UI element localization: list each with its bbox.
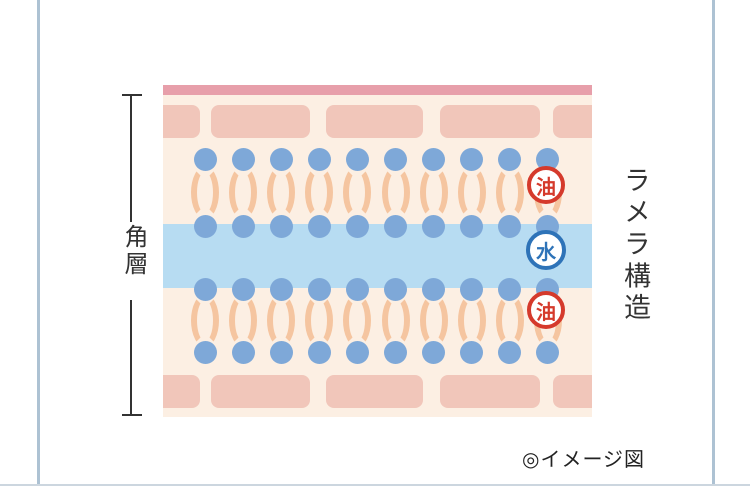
corneocyte-cell — [211, 105, 310, 138]
lipid-head — [460, 147, 484, 171]
lipid-head — [345, 340, 369, 364]
corneocyte-cell — [553, 105, 592, 138]
lipid-head — [460, 214, 484, 238]
corneocyte-cell — [553, 375, 592, 408]
lipid-head — [422, 340, 446, 364]
lipid-tail — [305, 294, 334, 347]
corneocyte-cell — [326, 375, 423, 408]
lipid-head — [307, 340, 331, 364]
lipid-head — [498, 340, 522, 364]
lipid-tail — [267, 294, 296, 347]
lipid-tail — [305, 166, 334, 219]
lipid-head — [384, 340, 407, 364]
oil-badge-bottom: 油 — [527, 291, 565, 329]
lipid-head — [345, 214, 369, 238]
lipid-head — [193, 277, 217, 301]
lipid-head — [384, 214, 407, 238]
lipid-head — [193, 147, 217, 171]
lipid-head — [269, 147, 293, 171]
lipid-head — [422, 277, 446, 301]
lipid-head — [269, 277, 293, 301]
lipid-head — [307, 214, 331, 238]
lipid-head — [460, 277, 484, 301]
lipid-tail — [419, 166, 448, 219]
lipid-head — [231, 340, 255, 364]
lipid-head — [536, 340, 560, 364]
lipid-head — [345, 277, 369, 301]
lipid-tail — [343, 294, 372, 347]
lipid-tail — [191, 166, 219, 219]
lamellar-structure-label: ラメラ構造 — [620, 166, 650, 326]
stratum-corneum-label: 角層 — [120, 224, 147, 278]
lipid-tail — [381, 166, 410, 219]
oil-badge-top: 油 — [527, 166, 565, 204]
lamellar-structure-diagram: 油 水 油 — [163, 85, 592, 417]
lipid-tail — [495, 294, 524, 347]
water-badge: 水 — [526, 230, 566, 270]
lipid-head — [231, 214, 255, 238]
lipid-head — [422, 214, 446, 238]
lipid-tail — [457, 294, 486, 347]
lipid-head — [307, 277, 331, 301]
lipid-head — [384, 277, 407, 301]
left-border-line — [37, 0, 40, 486]
lipid-tail — [381, 294, 410, 347]
right-border-line — [712, 0, 715, 486]
bracket-lower-segment — [130, 300, 132, 416]
lipid-head — [384, 147, 407, 171]
lipid-tail — [229, 166, 258, 219]
lipid-head — [193, 340, 217, 364]
lipid-tail — [343, 166, 372, 219]
lipid-tail — [495, 166, 524, 219]
corneocyte-cell — [440, 375, 540, 408]
lipid-head — [269, 340, 293, 364]
lipid-tail — [267, 166, 296, 219]
bracket-bottom-tick — [122, 414, 142, 416]
lipid-head — [345, 147, 369, 171]
lipid-tail — [191, 294, 219, 347]
corneocyte-cell — [163, 375, 200, 408]
bracket-top-tick — [122, 94, 142, 96]
corneocyte-cell — [211, 375, 310, 408]
corneocyte-cell — [440, 105, 540, 138]
lipid-tail — [229, 294, 258, 347]
corneocyte-cell — [163, 105, 200, 138]
lipid-head — [307, 147, 331, 171]
lipid-head — [498, 277, 522, 301]
lipid-head — [231, 277, 255, 301]
lipid-head — [422, 147, 446, 171]
lipid-head — [498, 147, 522, 171]
lipid-head — [269, 214, 293, 238]
lipid-head — [193, 214, 217, 238]
corneocyte-cell — [326, 105, 423, 138]
bracket-upper-segment — [130, 94, 132, 222]
lipid-tail — [457, 166, 486, 219]
lipid-head — [536, 147, 560, 171]
water-badge-label: 水 — [536, 241, 556, 264]
lipid-tail — [419, 294, 448, 347]
lipid-head — [498, 214, 522, 238]
skin-surface-bar — [163, 85, 592, 95]
oil-badge-bottom-label: 油 — [536, 301, 556, 324]
image-note-caption: ◎イメージ図 — [522, 449, 646, 471]
lipid-head — [231, 147, 255, 171]
bottom-border-line — [0, 484, 750, 486]
lipid-head — [460, 340, 484, 364]
oil-badge-top-label: 油 — [536, 176, 556, 199]
